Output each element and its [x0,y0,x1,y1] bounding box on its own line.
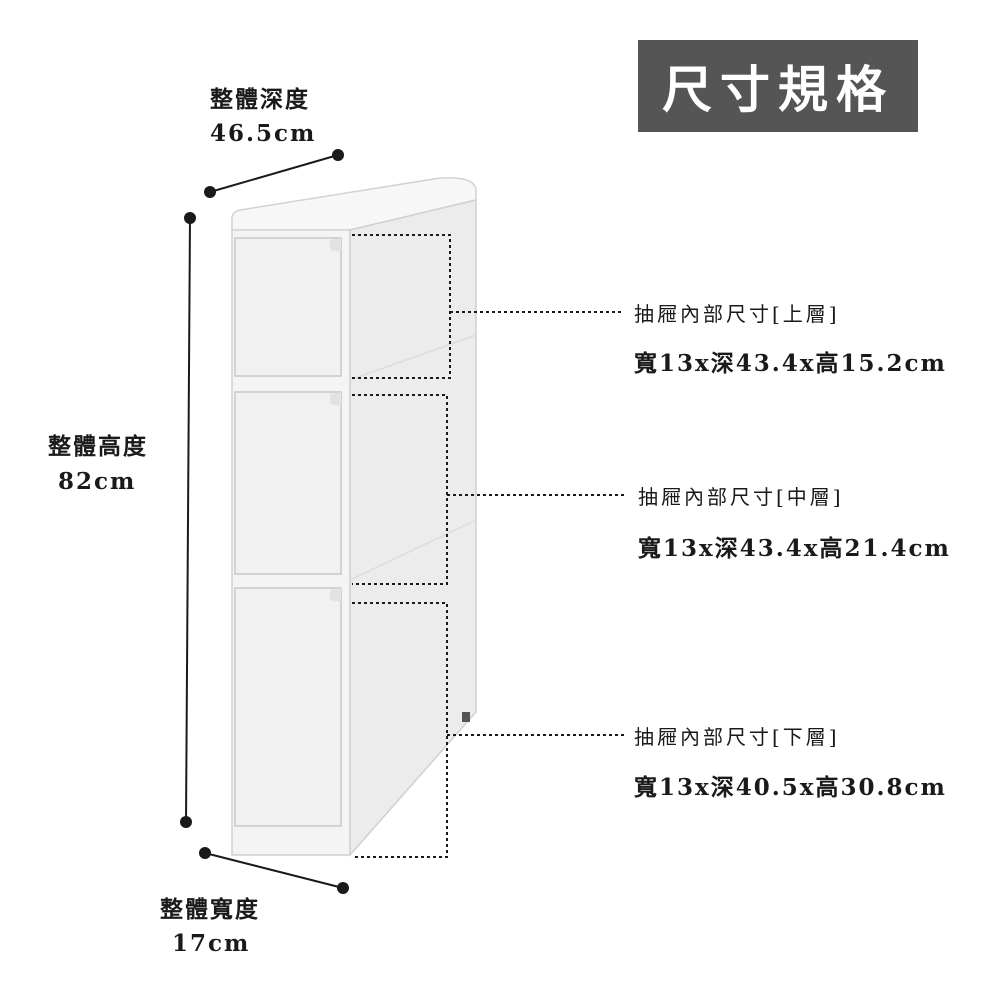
drawer-bottom-title: 抽屜內部尺寸[下層] [634,725,840,749]
cabinet-body [231,177,477,857]
drawer-top-dimensions: 寬13x深43.4x高15.2cm [634,350,947,377]
drawer-outline-bottom [352,602,624,858]
depth-dimension-line [204,149,344,198]
depth-label: 整體深度 [210,86,310,113]
drawer-bottom-dimensions: 寬13x深40.5x高30.8cm [634,774,947,801]
height-label: 整體高度 [48,433,148,460]
width-dimension-line [199,847,349,894]
height-value: 82cm [58,468,137,495]
height-dimension-line [180,212,196,828]
drawer-outline-middle [352,394,624,585]
drawer-outline-top [352,234,624,379]
width-value: 17cm [172,930,251,957]
drawer-middle-title: 抽屜內部尺寸[中層] [638,485,844,509]
drawer-middle-dimensions: 寬13x深43.4x高21.4cm [638,535,951,562]
drawer-top-title: 抽屜內部尺寸[上層] [634,302,840,326]
page-title: 尺寸規格 [638,40,918,132]
width-label: 整體寬度 [160,896,260,923]
depth-value: 46.5cm [210,120,317,147]
